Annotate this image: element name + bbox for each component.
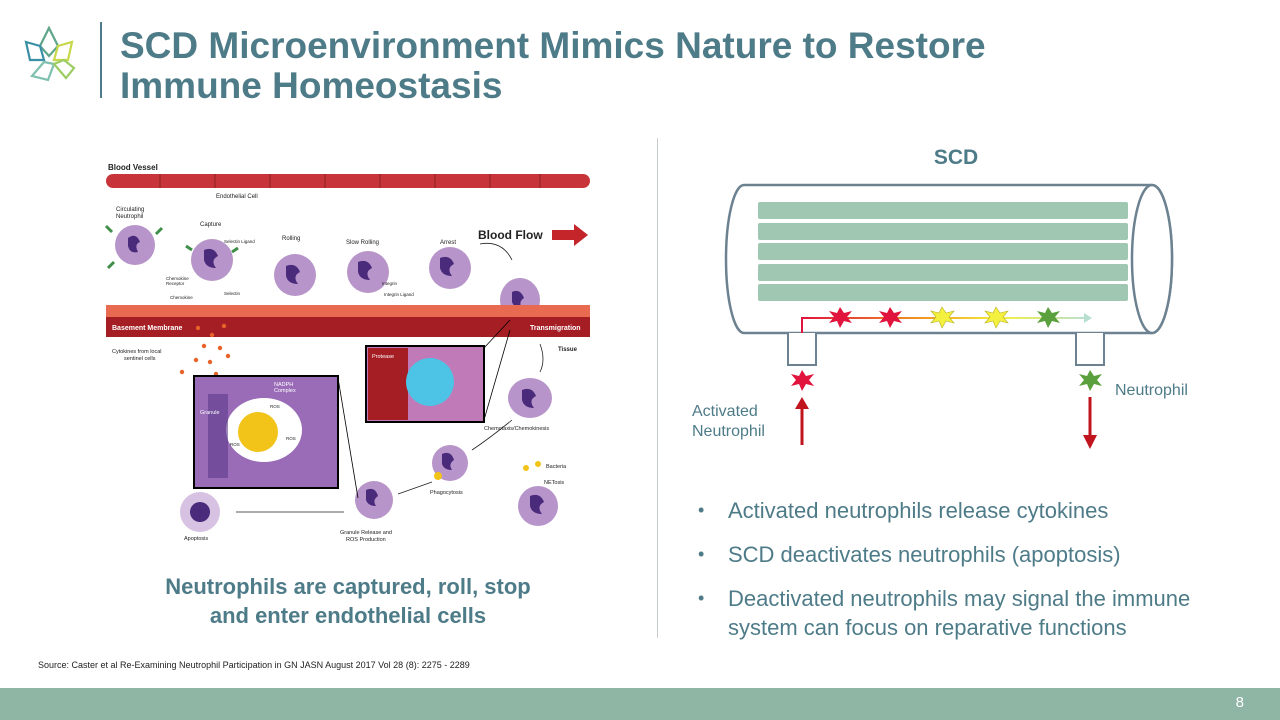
label-basement-membrane: Basement Membrane: [112, 325, 183, 332]
label-cytokines-1: Cytokines from local: [112, 349, 162, 355]
label-chemokine-receptor-1: Chemokine: [166, 276, 189, 281]
circulating-neutrophil: [104, 224, 164, 270]
label-capture: Capture: [200, 222, 222, 228]
source-citation: Source: Caster et al Re-Examining Neutro…: [38, 660, 470, 670]
label-phagocytosis: Phagocytosis: [430, 490, 463, 496]
label-chemotaxis: Chemotaxis/Chemokinesis: [484, 426, 549, 432]
chemotaxis-neutrophil: [508, 378, 552, 418]
title-line-2: Immune Homeostasis: [120, 65, 503, 106]
label-netosis: NETosis: [544, 480, 564, 486]
label-circulating-2: Neutrophil: [116, 214, 143, 220]
label-selectin-ligand: Selectin Ligand: [224, 239, 255, 244]
granule-inset: [193, 375, 339, 489]
phagocytosis-neutrophil: [432, 445, 468, 481]
neutrophil-star-1: [829, 307, 852, 328]
label-nadph-1: NADPH: [274, 382, 293, 388]
label-arrest: Arrest: [440, 240, 456, 246]
label-integrin: Integrin: [382, 281, 398, 286]
protease-inset: [365, 345, 485, 423]
label-ros-3: ROS: [230, 442, 240, 447]
label-transmigration: Transmigration: [530, 325, 581, 332]
label-rolling: Rolling: [282, 236, 300, 242]
key-points-list: Activated neutrophils release cytokines …: [698, 496, 1258, 657]
label-ros-2: ROS: [286, 436, 296, 441]
zoom-lines: [337, 319, 511, 499]
activated-label-line-1: Activated: [692, 403, 758, 420]
neutrophil-star-2: [879, 307, 902, 328]
label-protease: Protease: [372, 354, 394, 360]
neutrophils-in-flow: [829, 306, 1060, 329]
label-granule-release-2: ROS Production: [346, 537, 386, 543]
scd-ports: [787, 333, 1105, 366]
label-bacteria: Bacteria: [546, 464, 567, 470]
neutrophil-label: Neutrophil: [1115, 382, 1188, 399]
netosis-neutrophil: [518, 461, 558, 526]
apoptotic-neutrophil: [180, 492, 220, 532]
label-blood-vessel: Blood Vessel: [108, 163, 158, 172]
label-nadph-2: Complex: [274, 388, 296, 394]
endothelium: [106, 305, 590, 337]
inflow-arrow: [795, 397, 809, 445]
process-arrows: [236, 242, 544, 513]
label-slow-rolling: Slow Rolling: [346, 240, 379, 246]
company-logo: [24, 25, 76, 82]
hollow-fibers: [758, 202, 1128, 301]
label-ros-1: ROS: [270, 404, 280, 409]
figure-caption: Neutrophils are captured, roll, stop and…: [118, 572, 578, 630]
title-divider: [100, 22, 102, 98]
activated-neutrophil-star: [791, 370, 814, 391]
activated-label-line-2: Neutrophil: [692, 423, 765, 440]
caption-line-2: and enter endothelial cells: [209, 603, 487, 628]
vertical-divider: [657, 138, 658, 638]
page-number: 8: [1235, 694, 1244, 711]
deactivated-neutrophil-star: [1079, 370, 1102, 391]
caption-line-1: Neutrophils are captured, roll, stop: [165, 574, 531, 599]
label-cytokines-2: sentinel cells: [124, 356, 156, 362]
label-selectin: Selectin: [224, 291, 241, 296]
label-endothelial-cell: Endothelial Cell: [216, 194, 258, 200]
label-chemokine: Chemokine: [170, 295, 193, 300]
activated-neutrophil-label: Activated Neutrophil: [692, 402, 765, 442]
neutrophil-star-3: [930, 306, 955, 329]
rolling-neutrophil: [274, 254, 316, 296]
capture-neutrophil: [185, 239, 239, 281]
neutrophil-star-5: [1037, 307, 1060, 328]
bullet-item: Deactivated neutrophils may signal the i…: [698, 584, 1258, 642]
scd-device-diagram: [724, 183, 1174, 449]
label-apoptosis: Apoptosis: [184, 536, 208, 542]
label-tissue: Tissue: [558, 347, 578, 353]
label-circulating-1: Circulating: [116, 207, 144, 213]
blood-flow-arrow: [552, 224, 588, 246]
label-granule: Granule: [200, 410, 220, 416]
slow-rolling-neutrophil: [347, 251, 389, 293]
outflow-arrow: [1083, 397, 1097, 449]
label-granule-release-1: Granule Release and: [340, 530, 392, 536]
neutrophil-recruitment-diagram: Blood Vessel Endothelial Cell Circulatin…: [104, 163, 590, 543]
label-chemokine-receptor-2: Receptor: [166, 281, 185, 286]
granule-release-neutrophil: [355, 481, 393, 519]
bullet-item: Activated neutrophils release cytokines: [698, 496, 1258, 525]
title-line-1: SCD Microenvironment Mimics Nature to Re…: [120, 25, 986, 66]
label-integrin-ligand: Integrin Ligand: [384, 292, 414, 297]
vessel-wall-top: [106, 174, 590, 188]
scd-title: SCD: [933, 146, 979, 169]
slide-title: SCD Microenvironment Mimics Nature to Re…: [120, 26, 1100, 106]
neutrophil-star-4: [984, 306, 1009, 329]
label-blood-flow: Blood Flow: [478, 228, 543, 242]
bullet-item: SCD deactivates neutrophils (apoptosis): [698, 540, 1258, 569]
footer-bar: 8: [0, 688, 1280, 720]
arrest-neutrophil: [429, 247, 471, 289]
